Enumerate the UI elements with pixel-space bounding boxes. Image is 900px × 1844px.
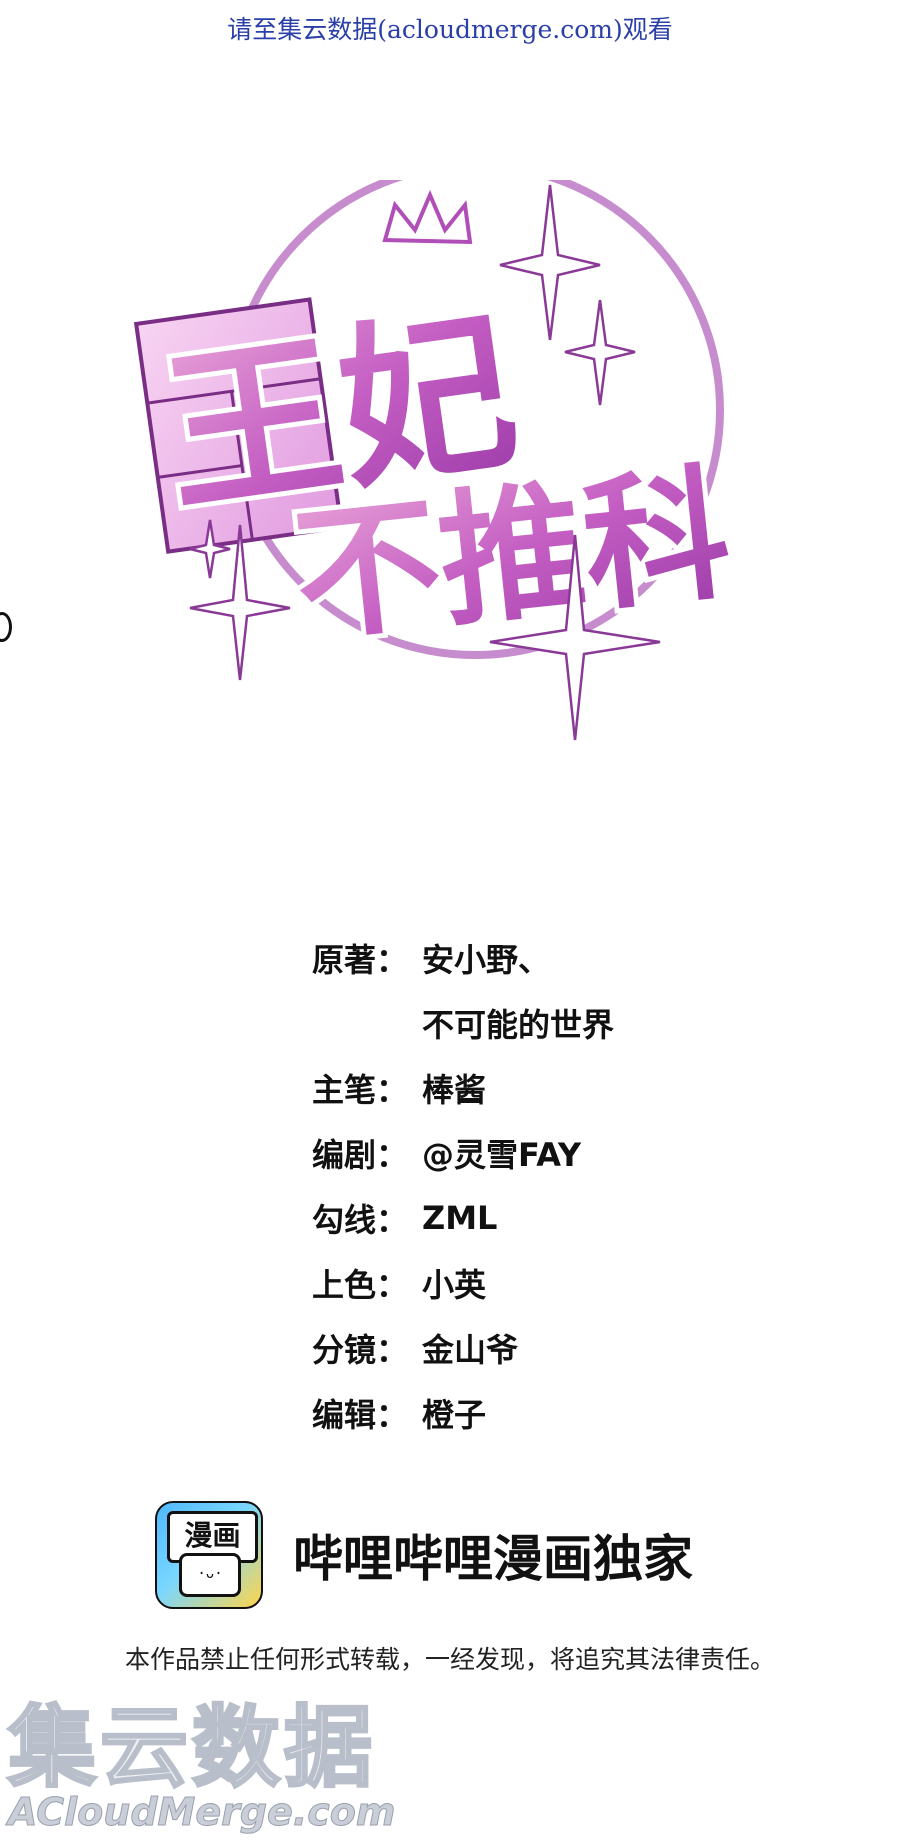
credit-row-writer: 编剧： @灵雪FAY <box>312 1120 614 1185</box>
sparkle-icon <box>564 299 636 406</box>
credit-row-coloring: 上色： 小英 <box>312 1250 614 1315</box>
credit-label: 勾线： <box>312 1200 409 1239</box>
crown-icon <box>382 189 473 245</box>
page-edge-mark <box>0 612 12 642</box>
credit-value: 金山爷 <box>422 1330 519 1369</box>
copyright-notice: 本作品禁止任何形式转载，一经发现，将追究其法律责任。 <box>124 1645 775 1674</box>
credit-value: 安小野、 <box>422 940 551 979</box>
credit-label: 分镜： <box>312 1330 409 1369</box>
publisher-badge: 漫画 ·ᴗ· 哔哩哔哩漫画独家 <box>155 1500 693 1610</box>
bilibili-comics-app-icon: 漫画 ·ᴗ· <box>155 1501 263 1609</box>
title-logo-graphic: 王妃 不推科 <box>133 180 742 741</box>
site-watermark: 集云数据 ACloudMerge.com <box>7 1696 428 1840</box>
top-banner[interactable]: 请至集云数据(acloudmerge.com)观看 <box>227 15 673 44</box>
credit-value: 橙子 <box>422 1395 487 1434</box>
publisher-label: 哔哩哔哩漫画独家 <box>293 1529 693 1588</box>
credit-row-editor: 编辑： 橙子 <box>312 1380 614 1445</box>
sparkle-icon <box>189 524 291 681</box>
credit-label: 主笔： <box>312 1070 409 1109</box>
credit-row-storyboard: 分镜： 金山爷 <box>312 1315 614 1380</box>
credit-value: ZML <box>422 1198 498 1237</box>
credit-label: 编剧： <box>312 1135 409 1174</box>
credit-row-author: 原著： 安小野、 <box>312 925 614 990</box>
credit-label: 编辑： <box>312 1395 409 1434</box>
tv-face-icon: ·ᴗ· <box>179 1553 241 1597</box>
credit-label: 上色： <box>312 1265 409 1304</box>
credit-value: 棒酱 <box>422 1070 487 1109</box>
credit-row-line-art: 勾线： ZML <box>312 1185 614 1250</box>
credit-value: 不可能的世界 <box>422 1005 615 1044</box>
credit-value: 小英 <box>422 1265 487 1304</box>
sparkle-icon <box>189 519 231 579</box>
credits-list: 原著： 安小野、 不可能的世界 主笔： 棒酱 编剧： @灵雪FAY 勾线： ZM… <box>312 925 614 1445</box>
comic-title-logo: 王妃 不推科 <box>130 180 770 760</box>
credit-label: 原著： <box>312 940 409 979</box>
logo-pink-box <box>133 297 344 554</box>
credit-row-author-cont: 不可能的世界 <box>312 990 614 1055</box>
credit-row-lead-artist: 主笔： 棒酱 <box>312 1055 614 1120</box>
sparkle-icon <box>489 534 661 741</box>
credit-value: @灵雪FAY <box>422 1135 582 1174</box>
watermark-en: ACloudMerge.com <box>8 1790 396 1834</box>
sparkle-icons <box>189 184 661 741</box>
sparkle-icon <box>499 184 601 341</box>
watermark-cn: 集云数据 <box>7 1696 377 1799</box>
